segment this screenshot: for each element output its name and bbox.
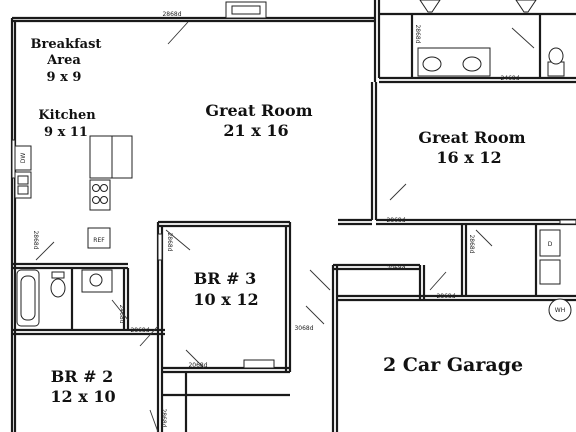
walls — [10, 0, 576, 432]
dryer — [539, 229, 561, 257]
door-label: 2868d — [414, 24, 421, 43]
door-label: 3068d — [294, 325, 313, 332]
door-label: 2868d — [386, 217, 405, 224]
great-room-2-dims: 16 x 12 — [436, 148, 501, 167]
dryer-label: D — [548, 241, 553, 248]
door-labels: 2868d 2468d 2868d 2868d 2468d 2868d 2868… — [32, 11, 520, 428]
toilet-icon — [50, 278, 66, 298]
door-label: 2868d — [160, 408, 167, 427]
breakfast-area-label-2: Area — [46, 53, 81, 68]
water-heater-label: WH — [555, 307, 565, 314]
bedroom-3-dims: 10 x 12 — [193, 290, 258, 309]
door-label: 2868d — [468, 234, 475, 253]
door-label: 2068d — [386, 265, 405, 272]
stove-icon — [89, 179, 111, 211]
bedroom-2-dims: 12 x 10 — [50, 387, 115, 406]
bedroom-3-label: BR # 3 — [194, 269, 257, 288]
door-label: 2868d — [162, 11, 181, 18]
sink-icon — [89, 273, 103, 287]
dishwasher — [14, 145, 32, 171]
kitchen-dims: 9 x 11 — [44, 125, 88, 140]
washer — [539, 259, 561, 285]
door-label: 2868d — [130, 327, 149, 334]
refrigerator — [87, 227, 111, 249]
breakfast-area-dims: 9 x 9 — [47, 70, 82, 85]
door-label: 2468d — [500, 75, 519, 82]
refrigerator-label: REF — [93, 237, 105, 244]
door-label: 2068d — [188, 362, 207, 369]
sink-icon — [422, 56, 442, 72]
room-labels: Breakfast Area 9 x 9 Kitchen 9 x 11 Grea… — [31, 37, 526, 406]
great-room-dims: 21 x 16 — [223, 121, 288, 140]
garage-label: 2 Car Garage — [383, 354, 523, 376]
dishwasher-label: DW — [20, 153, 27, 164]
great-room-label: Great Room — [205, 101, 312, 120]
door-label: 2868d — [32, 230, 39, 249]
water-heater — [548, 298, 572, 322]
kitchen-fixtures: DW REF — [14, 145, 111, 249]
door-label: 2868d — [436, 293, 455, 300]
kitchen-label: Kitchen — [38, 108, 96, 123]
door-label: 2468d — [118, 304, 125, 323]
sink-icon — [462, 56, 482, 72]
toilet-icon — [548, 47, 564, 65]
great-room-2-label: Great Room — [418, 128, 525, 147]
doors — [35, 21, 535, 432]
breakfast-area-label: Breakfast — [31, 37, 102, 52]
bedroom-2-label: BR # 2 — [51, 367, 114, 386]
hall-bath — [16, 269, 113, 327]
utility-fixtures: D WH — [539, 229, 572, 322]
kitchen-cabinet — [89, 135, 113, 179]
windows — [11, 1, 576, 369]
door-label: 2868d — [166, 232, 173, 251]
master-bath — [417, 0, 565, 77]
